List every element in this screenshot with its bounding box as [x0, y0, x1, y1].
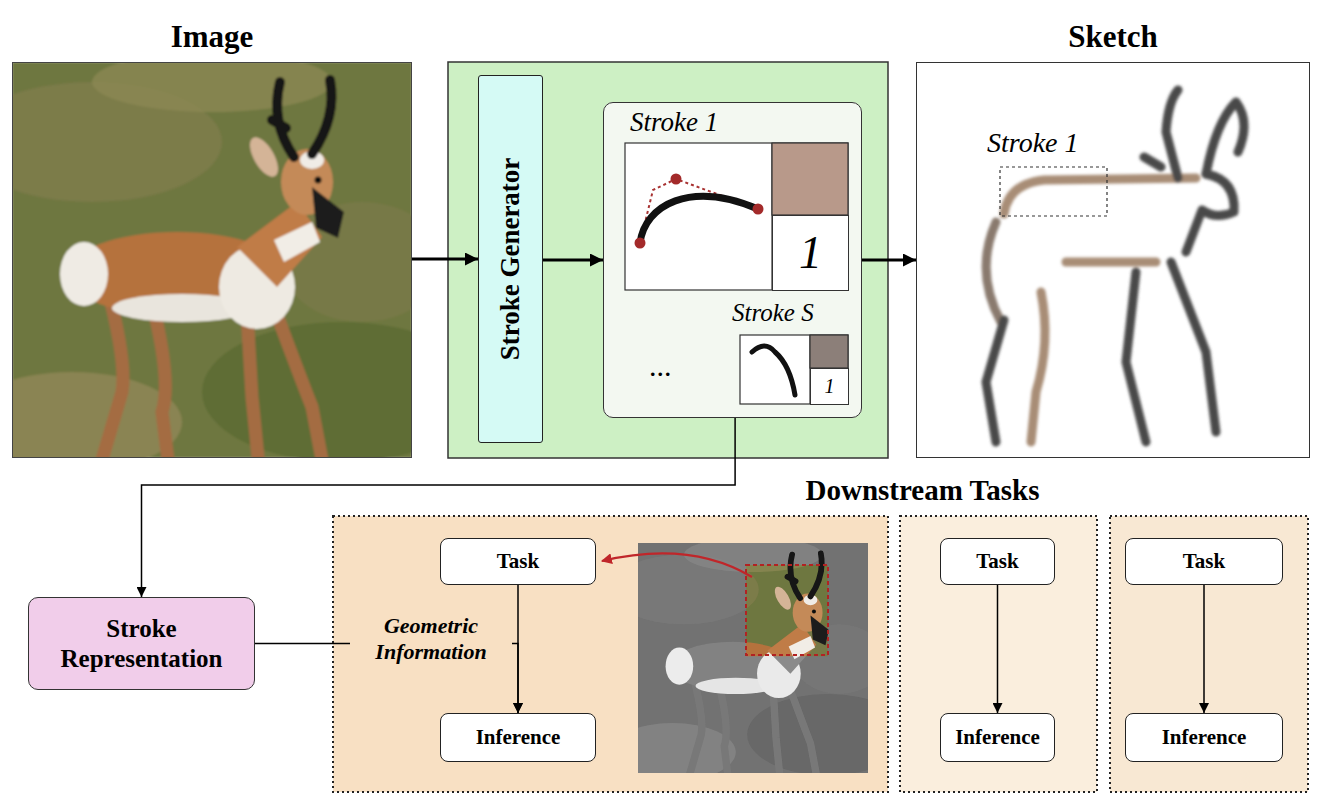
stroke-glyph	[625, 143, 848, 290]
stroke-glyph	[752, 346, 795, 395]
task-box: Task	[940, 538, 1055, 585]
stroke-glyph	[671, 174, 682, 185]
stroke-label: Stroke S	[732, 299, 814, 328]
stroke-glyph	[740, 335, 848, 404]
stroke-glyph	[772, 143, 848, 215]
generator-box: Stroke Generator	[478, 75, 543, 443]
gray-photo	[746, 565, 828, 656]
stroke-glyph	[640, 179, 758, 243]
edge-label: Geometric Information	[350, 612, 512, 667]
box-label: Inference	[1162, 725, 1247, 749]
representation-box: Stroke Representation	[28, 597, 255, 690]
generator-module	[448, 62, 888, 458]
box-label: Stroke Representation	[44, 614, 239, 674]
sketch-drawing	[1126, 272, 1146, 442]
sketch-drawing	[1144, 157, 1161, 167]
box-label: 1	[799, 227, 822, 280]
stroke-glyph	[753, 204, 764, 215]
inference-box: Inference	[440, 713, 596, 762]
stroke-width-box: 1	[772, 215, 849, 291]
crop-box	[746, 565, 828, 655]
section-heading: Downstream Tasks	[700, 474, 1145, 507]
flow-arrow	[543, 259, 603, 262]
stroke-glyph	[625, 143, 848, 290]
gray-photo	[609, 537, 908, 800]
sketch-drawing	[1000, 167, 1107, 216]
stroke-label: Stroke 1	[987, 127, 1079, 159]
panel-heading: Image	[13, 19, 411, 55]
sketch-drawing	[986, 90, 1244, 442]
stroke-label: Stroke 1	[630, 107, 718, 138]
stroke-glyph	[740, 335, 848, 404]
flow-arrow	[517, 585, 519, 713]
sketch-drawing	[986, 320, 1004, 442]
inference-box: Inference	[1125, 713, 1283, 762]
sketch-drawing	[1171, 262, 1216, 432]
sketch-drawing	[1166, 90, 1178, 178]
stroke-label: ...	[649, 349, 672, 384]
task-panel	[1110, 516, 1308, 792]
task-panel	[900, 516, 1097, 792]
flow-arrow	[997, 585, 999, 713]
task-box: Task	[1125, 538, 1283, 585]
sketch-drawing	[1004, 178, 1196, 214]
stroke-glyph	[635, 238, 646, 249]
sketch-drawing	[1031, 292, 1045, 442]
sketch-drawing	[1066, 258, 1156, 267]
sketch-panel: SketchStroke 1	[916, 62, 1310, 458]
task-box: Task	[440, 538, 596, 585]
stroke-glyph	[810, 335, 848, 368]
flow-arrow	[1203, 585, 1205, 713]
box-label: Stroke Generator	[495, 158, 526, 361]
inference-box: Inference	[940, 713, 1055, 762]
gray-photo	[609, 537, 908, 800]
box-label: 1	[825, 375, 835, 398]
box-label: Task	[976, 549, 1018, 573]
box-label: Inference	[955, 725, 1040, 749]
box-label: Task	[497, 549, 539, 573]
flow-arrow	[412, 258, 478, 261]
photo-frame	[0, 52, 482, 510]
sketch-drawing	[986, 90, 1244, 442]
box-label: Task	[1183, 549, 1225, 573]
gray-photo	[746, 565, 828, 656]
attention-arrow	[602, 553, 752, 577]
image-panel: Image	[12, 62, 412, 458]
sketch-drawing	[986, 222, 1001, 322]
sketch-drawing	[1206, 102, 1244, 174]
stroke-width-box: 1	[810, 368, 849, 405]
stroke-glyph	[640, 196, 758, 243]
flow-arrow	[862, 259, 916, 262]
box-label: Inference	[476, 725, 561, 749]
stroke-card: Stroke 1... Stroke S 1 1	[603, 102, 862, 418]
flow-arrow	[142, 418, 736, 597]
photo-frame	[0, 52, 482, 510]
card-fill	[603, 102, 862, 418]
sketch-drawing	[1186, 174, 1234, 252]
panel-heading: Sketch	[917, 19, 1309, 55]
